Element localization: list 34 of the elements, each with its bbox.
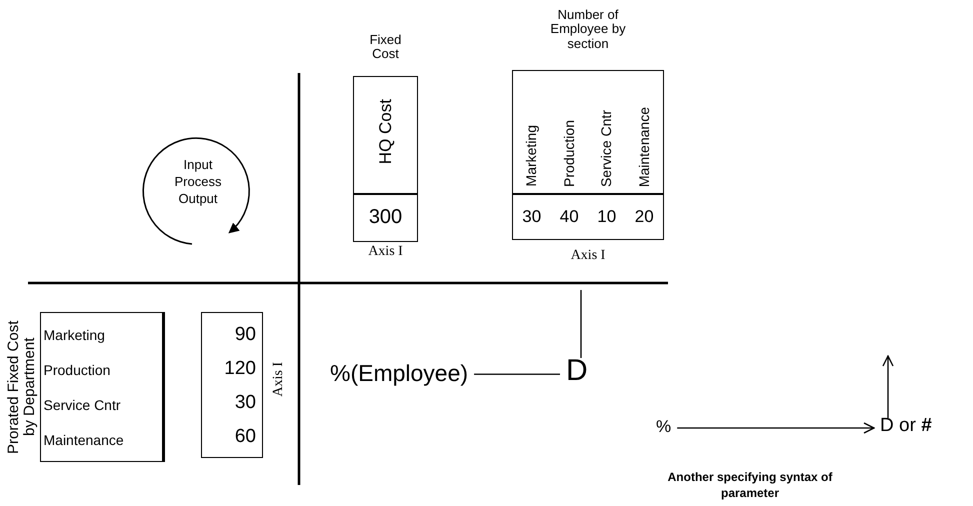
employee-count: 40 — [560, 206, 579, 227]
axis-label: Axis I — [570, 248, 606, 264]
cycle-label: Input Process Output — [174, 157, 222, 208]
arrow — [677, 422, 875, 434]
variable-text: D — [566, 356, 588, 386]
percent-text: % — [656, 418, 672, 435]
column-heading: Number of Employee by section — [549, 8, 627, 51]
connector-line — [580, 290, 582, 358]
section-name: Service Cntr — [599, 110, 614, 187]
cost-value: 300 — [368, 206, 402, 230]
column-heading: Fixed Cost — [368, 33, 402, 62]
section-name: Production — [562, 120, 577, 187]
employee-count: 30 — [522, 206, 542, 227]
axis-label: Axis I — [368, 244, 403, 260]
employee-count: 10 — [597, 206, 616, 227]
cost-label: HQ Cost — [376, 99, 394, 164]
cost-value: 90 — [234, 324, 256, 344]
row-heading: Prorated Fixed Cost by Department — [6, 319, 38, 456]
section-name: Maintenance — [636, 106, 652, 187]
section-name: Marketing — [524, 125, 540, 187]
axis-label: Axis I — [271, 362, 287, 397]
department-name: Maintenance — [44, 432, 124, 446]
department-name: Service Cntr — [44, 398, 121, 412]
employee-count: 20 — [634, 206, 654, 227]
formula-text: %(Employee) — [330, 362, 468, 385]
variable-text: D or # — [880, 416, 932, 435]
arrow — [882, 355, 894, 418]
connector-line — [474, 374, 560, 375]
note-text: Another specifying syntax of parameter — [666, 470, 834, 502]
cost-value: 60 — [234, 426, 256, 446]
cost-value: 120 — [224, 358, 256, 378]
department-name: Production — [44, 362, 110, 376]
department-name: Marketing — [44, 328, 105, 342]
cost-value: 30 — [234, 392, 256, 412]
